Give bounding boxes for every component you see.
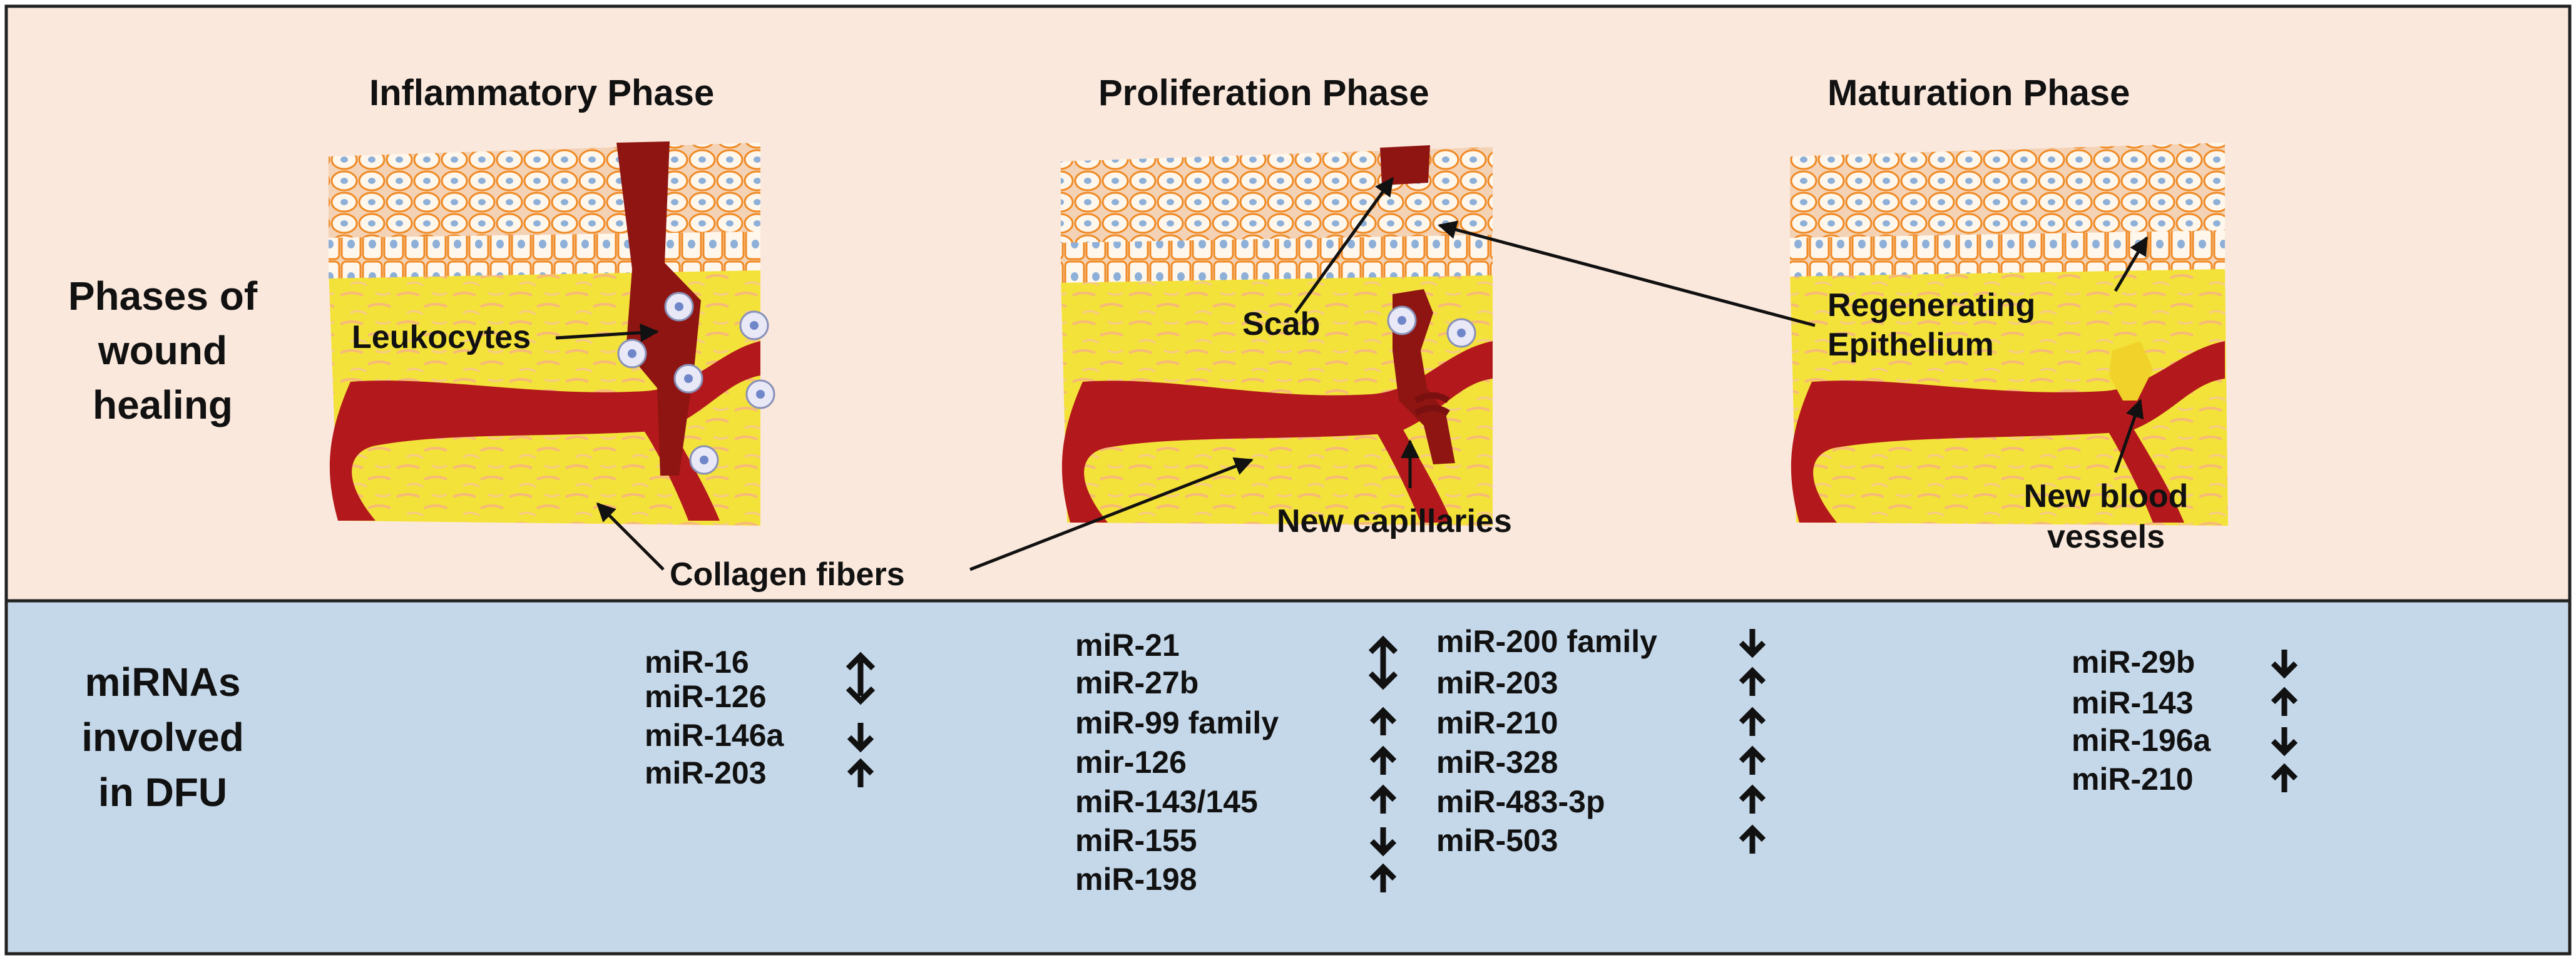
leukocyte-icon [617, 292, 775, 475]
svg-text:Phases of: Phases of [68, 273, 258, 319]
svg-text:healing: healing [93, 382, 233, 427]
mirna-name: miR-203 [645, 755, 767, 790]
mirna-name: miR-99 family [1075, 705, 1279, 740]
mirna-name: miR-210 [1436, 705, 1558, 740]
blood-vessel [1061, 341, 1493, 523]
blood-vessel [1377, 404, 1452, 523]
svg-text:involved: involved [81, 715, 244, 760]
wound-clot [616, 141, 701, 476]
basal-cell-layer [1061, 235, 1493, 283]
phase-title-inflammatory: Inflammatory Phase [369, 73, 714, 113]
mirna-name: miR-21 [1075, 628, 1180, 663]
svg-text:wound: wound [98, 328, 227, 373]
up-arrow-icon [847, 758, 874, 787]
label-new-capillaries: New capillaries [1277, 503, 1512, 539]
down-arrow-icon [2271, 650, 2298, 757]
mirna-name: miR-503 [1436, 823, 1558, 858]
mirna-list-maturation: miR-29b miR-143 miR-196a miR-210 [2072, 645, 2298, 797]
mirna-name: mir-126 [1075, 745, 1187, 780]
blood-vessel [329, 341, 760, 521]
label-scab: Scab [1242, 306, 1320, 342]
mirna-name: miR-198 [1075, 862, 1197, 897]
mirna-band [4, 599, 2572, 956]
mirna-name: miR-16 [645, 645, 749, 680]
svg-text:miRNAs: miRNAs [85, 660, 241, 705]
mirna-name: miR-146a [645, 718, 785, 753]
mirna-name: miR-203 [1436, 665, 1558, 700]
basal-cell-layer [329, 232, 760, 278]
label-new-blood-2: vessels [2047, 519, 2165, 555]
label-regenerating-2: Epithelium [1827, 327, 1994, 363]
mirna-name: miR-196a [2072, 723, 2212, 758]
label-regenerating-1: Regenerating [1827, 287, 2035, 324]
label-leukocytes: Leukocytes [352, 319, 531, 355]
down-arrow-icon [847, 723, 874, 753]
label-collagen-fibers: Collagen fibers [670, 556, 905, 593]
mirna-list-proliferation-left: miR-21 miR-27b miR-99 family mir-126 miR… [1075, 628, 1398, 897]
up-arrow-icon [1369, 707, 1397, 892]
mirna-row-label: miRNAs involved in DFU [81, 660, 244, 815]
annotation-arrows [555, 176, 2149, 571]
phase-title-maturation: Maturation Phase [1827, 73, 2130, 113]
mirna-name: miR-155 [1075, 823, 1197, 858]
up-arrow-icon [1739, 666, 1766, 854]
up-down-icon [1368, 635, 1398, 690]
new-capillary [1414, 392, 1450, 416]
tissue-panel-proliferation [1061, 145, 1493, 526]
mirna-name: miR-483-3p [1436, 784, 1605, 819]
mirna-name: miR-126 [645, 679, 767, 714]
down-arrow-icon [1739, 629, 1766, 658]
label-new-blood-1: New blood [2024, 478, 2189, 514]
down-arrow-icon [1369, 827, 1397, 857]
up-arrow-icon [2271, 687, 2298, 792]
blood-vessel [1791, 341, 2225, 523]
mirna-name: miR-143 [2072, 685, 2194, 720]
phase-title-proliferation: Proliferation Phase [1098, 73, 1429, 113]
mirna-list-inflammatory: miR-16 miR-126 miR-146a miR-203 [645, 645, 876, 790]
mirna-name: miR-200 family [1436, 624, 1657, 659]
mirna-name: miR-29b [2072, 645, 2195, 680]
mirna-name: miR-27b [1075, 665, 1199, 700]
svg-text:in DFU: in DFU [98, 770, 227, 815]
mirna-name: miR-328 [1436, 745, 1558, 780]
scab [1380, 145, 1430, 185]
new-blood-vessel [2109, 341, 2153, 401]
mirna-list-proliferation-right: miR-200 family miR-203 miR-210 miR-328 m… [1436, 624, 1766, 858]
mirna-name: miR-210 [2072, 762, 2194, 797]
basal-cell-layer [1790, 230, 2225, 277]
up-down-icon [846, 651, 876, 705]
phases-row-label: Phases of wound healing [68, 273, 258, 427]
tissue-panel-inflammatory [329, 141, 775, 526]
mirna-name: miR-143/145 [1075, 784, 1258, 819]
